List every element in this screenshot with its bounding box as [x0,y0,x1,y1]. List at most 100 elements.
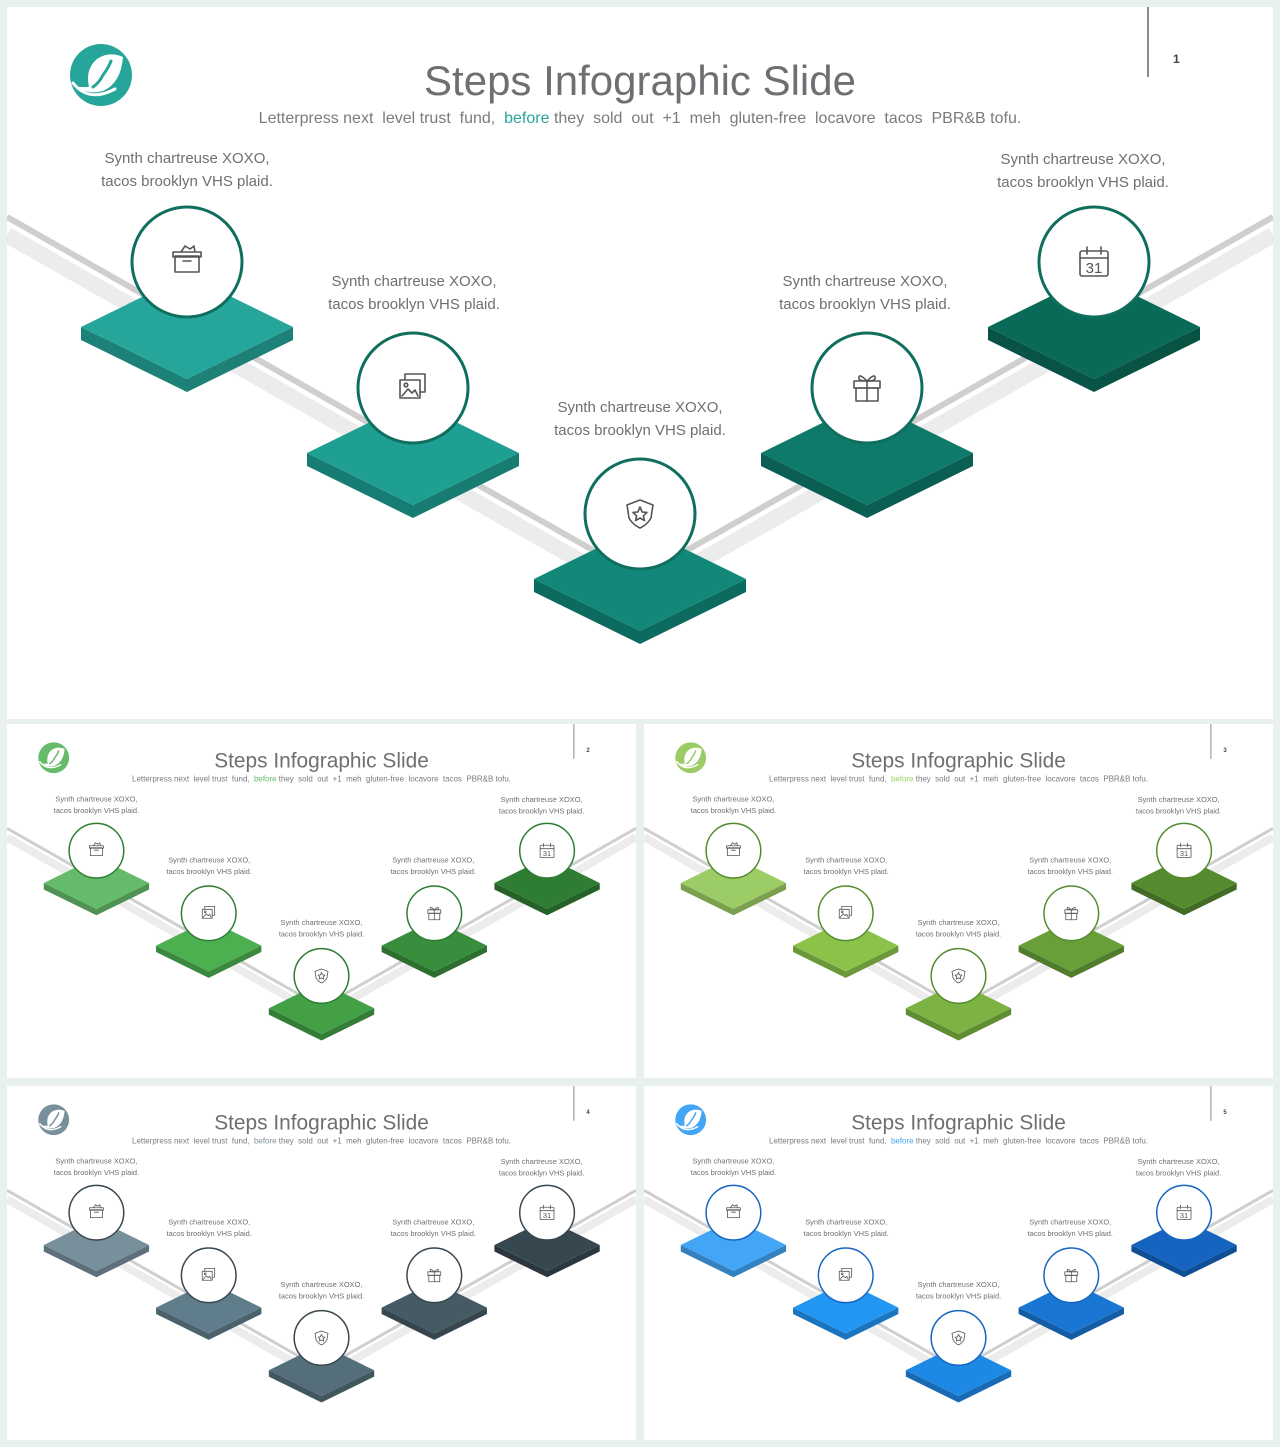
step-text-line: Synth chartreuse XOXO, [280,1280,363,1290]
steps-diagram: 31 [644,1184,1273,1403]
calendar-icon: 31 [1176,1204,1192,1220]
step-2-description: Synth chartreuse XOXO, tacos brooklyn VHS… [787,1217,906,1240]
image-gallery-icon [838,905,853,919]
slide-subtitle: Letterpress next level trust fund, befor… [7,1137,636,1146]
step-text-line: Synth chartreuse XOXO, [782,273,948,290]
step-1-description: Synth chartreuse XOXO,tacos brooklyn VHS… [37,794,156,817]
slide-subtitle: Letterpress next level trust fund, befor… [644,775,1273,784]
step-diamond-side [1131,882,1237,916]
step-diamond [307,401,519,505]
step-circle[interactable] [705,1184,762,1241]
step-text-line: Synth chartreuse XOXO, [917,918,1000,928]
archive-box-icon [89,842,104,857]
calendar-day-label: 31 [1086,260,1103,277]
step-3 [534,457,746,644]
step-2 [793,885,899,978]
page-number: 1 [1173,52,1180,66]
step-diamond-side [43,1244,150,1278]
step-3-description: Synth chartreuse XOXO,tacos brooklyn VHS… [262,1279,381,1302]
step-text-line: Synth chartreuse XOXO, [104,150,270,167]
subtitle-text-start: Letterpress next level trust fund, [769,1137,891,1146]
step-circle[interactable] [130,205,244,319]
step-circle[interactable] [930,1309,987,1366]
step-diamond [680,1219,787,1271]
step-diamond [268,982,375,1035]
step-circle[interactable] [1155,822,1213,879]
step-text-line: tacos brooklyn VHS plaid. [101,173,273,190]
slide-title: Steps Infographic Slide [424,57,856,104]
step-text-line: Synth chartreuse XOXO, [805,1218,888,1227]
step-5-description: Synth chartreuse XOXO,tacos brooklyn VHS… [963,148,1203,194]
step-text-line: tacos brooklyn VHS plaid. [915,930,1002,939]
step-text-line: tacos brooklyn VHS plaid. [803,1229,889,1239]
step-circle[interactable] [1155,1184,1213,1241]
gift-icon [1064,906,1079,921]
step-2 [307,331,519,518]
subtitle-text-end: they sold out +1 meh gluten-free locavor… [276,775,511,784]
step-text-line: tacos brooklyn VHS plaid. [1027,1229,1113,1239]
step-1-description: Synth chartreuse XOXO, tacos brooklyn VHS… [67,147,307,193]
page-divider [1210,724,1212,759]
step-diamond-side [1131,1244,1237,1278]
leaf-logo-icon [675,1104,707,1136]
step-circle[interactable] [518,1184,576,1241]
step-circle[interactable] [68,822,125,879]
gift-icon [853,375,881,402]
step-1 [680,1184,787,1278]
step-circle[interactable] [930,947,987,1004]
step-4-description: Synth chartreuse XOXO,tacos brooklyn VHS… [1011,855,1130,878]
subtitle-highlight: before [890,1137,914,1146]
step-4 [381,885,487,978]
step-circle[interactable] [68,1184,125,1241]
step-1 [680,822,787,916]
shield-star-icon [314,1330,329,1346]
step-diamond-side [156,1307,262,1340]
step-text-line: tacos brooklyn VHS plaid. [278,930,365,939]
gift-icon [427,906,442,921]
slide-subtitle: Letterpress next level trust fund, befor… [644,1137,1273,1146]
step-diamond-side [43,882,150,916]
step-text-line: Synth chartreuse XOXO, [1137,795,1220,804]
step-circle[interactable] [293,1309,350,1366]
step-diamond-side [905,1008,1012,1041]
calendar-icon: 31 [539,1204,555,1220]
subtitle-highlight: before [890,775,914,784]
shield-star-icon [314,968,329,984]
step-circle[interactable] [1037,205,1151,319]
step-5-description: Synth chartreuse XOXO,tacos brooklyn VHS… [482,794,601,817]
step-text-line: tacos brooklyn VHS plaid. [166,1229,252,1239]
shield-star-icon [951,1330,966,1346]
step-text-line: Synth chartreuse XOXO, [331,273,497,290]
calendar-day-label: 31 [1180,849,1188,858]
step-circle[interactable] [705,822,762,879]
page-number: 4 [586,1108,590,1116]
step-circle[interactable] [583,457,697,571]
step-circle[interactable] [293,947,350,1004]
subtitle-text-end: they sold out +1 meh gluten-free locavor… [913,1137,1148,1146]
step-diamond-side [381,945,487,978]
step-text-line: Synth chartreuse XOXO, [1000,151,1166,168]
step-text-line: tacos brooklyn VHS plaid. [1027,867,1113,877]
step-diamond [156,919,262,972]
subtitle-text-start: Letterpress next level trust fund, [132,775,254,784]
step-text-line: tacos brooklyn VHS plaid. [690,1168,777,1177]
step-text-line: tacos brooklyn VHS plaid. [1135,806,1222,816]
step-diamond-side [1018,945,1124,978]
step-diamond [81,275,293,379]
step-diamond-side [793,1307,899,1340]
step-circle[interactable] [518,822,576,879]
step-text-line: tacos brooklyn VHS plaid. [690,806,777,815]
step-text-line: Synth chartreuse XOXO, [692,795,775,804]
step-diamond [43,1219,150,1271]
slide-title: Steps Infographic Slide [214,748,429,773]
step-diamond [534,527,746,631]
step-text-line: Synth chartreuse XOXO, [55,795,138,804]
archive-box-icon [172,245,202,273]
step-text-line: Synth chartreuse XOXO, [168,1218,251,1227]
step-3-description: Synth chartreuse XOXO,tacos brooklyn VHS… [520,396,760,442]
